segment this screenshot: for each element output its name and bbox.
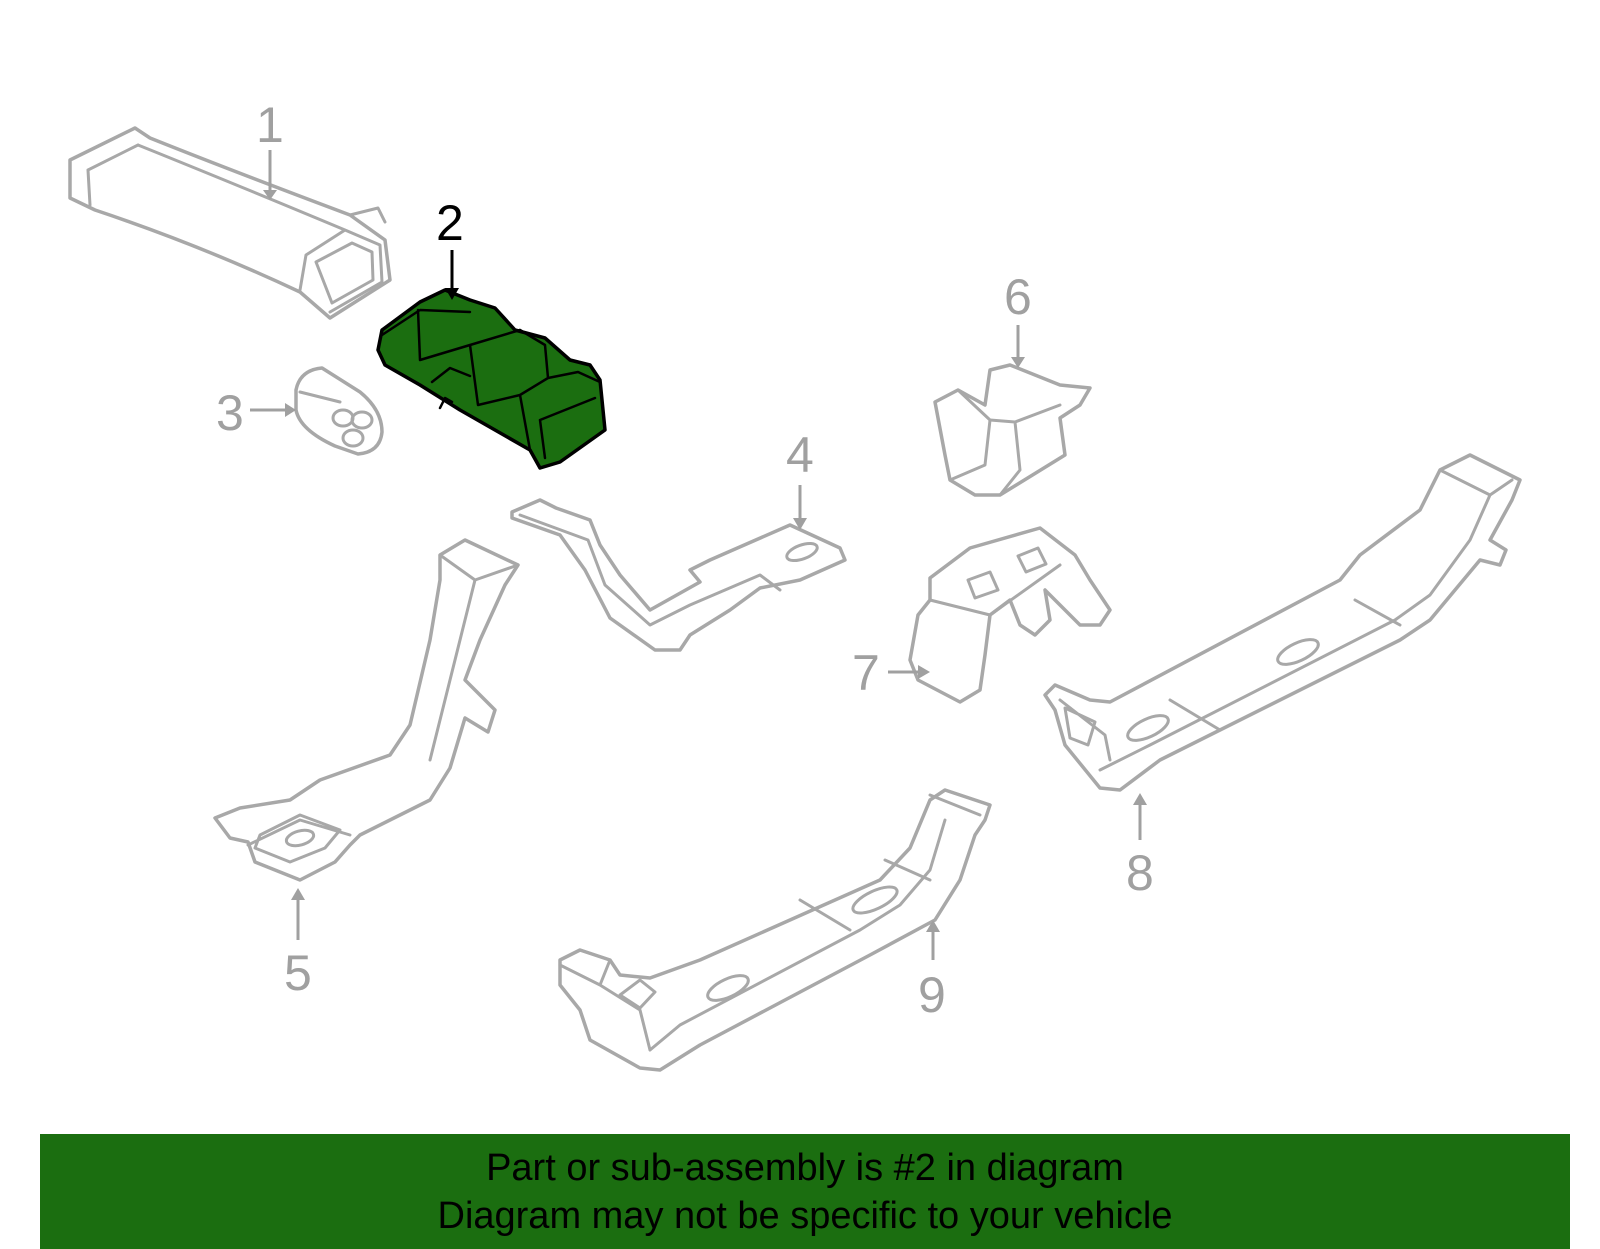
part-5-duct [213,538,520,882]
info-banner: Part or sub-assembly is #2 in diagram Di… [40,1134,1570,1249]
part-7-junction [908,526,1112,704]
banner-line-2: Diagram may not be specific to your vehi… [437,1195,1173,1237]
part-3-connector [294,366,384,456]
callout-1: 1 [256,97,284,153]
callout-leaders [250,150,1147,960]
callout-6: 6 [1004,269,1032,325]
banner-line-1: Part or sub-assembly is #2 in diagram [486,1147,1124,1189]
callout-labels: 1 2 3 4 5 6 7 8 9 [216,97,1154,1023]
part-6-outlet [933,363,1092,497]
part-2-highlighted [376,288,607,470]
part-4-bracket [510,498,847,652]
callout-5: 5 [284,945,312,1001]
callout-9: 9 [918,967,946,1023]
callout-8: 8 [1126,845,1154,901]
callout-4: 4 [786,427,814,483]
part-8-duct [1043,453,1522,792]
callout-3: 3 [216,385,244,441]
part-1-duct [68,126,392,320]
part-9-duct [558,788,992,1072]
callout-2: 2 [436,195,464,251]
callout-7: 7 [852,645,880,701]
